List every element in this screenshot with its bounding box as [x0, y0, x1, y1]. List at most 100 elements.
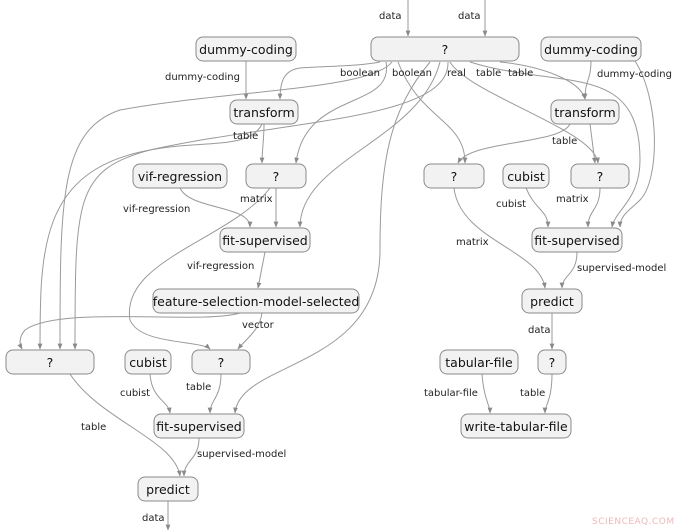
- edge-label-cubist-l-out: cubist: [120, 388, 150, 399]
- node-label: fit-supervised: [222, 233, 308, 248]
- node-transform-right[interactable]: transform: [550, 99, 620, 125]
- edge-tr-left-q-low-left: [37, 123, 263, 350]
- edge-label-matrix-left: matrix: [240, 194, 273, 205]
- edge-label-fsms-out: vector: [242, 320, 275, 331]
- edge-label-matrix-right1: matrix: [456, 237, 489, 248]
- edge-label-q-low-mid-out: table: [186, 382, 211, 393]
- node-label: transform: [233, 105, 294, 120]
- node-label: fit-supervised: [534, 233, 620, 248]
- edge-cubist-r-fs-right: [525, 187, 551, 228]
- edge-label-table2: table: [508, 68, 533, 79]
- edge-label-table1: table: [476, 68, 501, 79]
- node-label: write-tabular-file: [464, 419, 568, 434]
- edge-q-low-right-write-tab: [542, 373, 553, 414]
- edge-label-tab-file-out: tabular-file: [424, 388, 478, 399]
- node-label: predict: [146, 482, 190, 497]
- edge-label-data-in1: data: [379, 11, 402, 22]
- node-write-tabular-file[interactable]: write-tabular-file: [460, 413, 572, 439]
- node-vif-regression[interactable]: vif-regression: [132, 163, 228, 189]
- node-label: tabular-file: [445, 355, 513, 370]
- edge-tr-right-q-mid-right1: [457, 123, 571, 164]
- edge-q-top-fs-right: [469, 61, 641, 228]
- node-dummy-coding-right[interactable]: dummy-coding: [540, 36, 642, 62]
- edge-q-mid-right2-fs-right: [585, 187, 601, 228]
- node-feature-selection-model-selected[interactable]: feature-selection-model-selected: [152, 288, 360, 314]
- edge-label-boolean2: boolean: [392, 68, 432, 79]
- node-cubist-right[interactable]: cubist: [502, 163, 550, 189]
- node-label: ?: [218, 355, 225, 370]
- edge-label-q-low-right-out: table: [520, 388, 545, 399]
- node-fit-supervised-bottom[interactable]: fit-supervised: [153, 413, 245, 439]
- edge-q-top-fs-bottom: [233, 61, 431, 414]
- node-label: fit-supervised: [156, 419, 242, 434]
- edge-q-top-q-mid-left: [294, 61, 388, 164]
- edge-label-fs-bottom-out: supervised-model: [197, 449, 286, 460]
- edge-label-matrix-right2: matrix: [556, 194, 589, 205]
- edge-fs-right-predict-right: [559, 251, 578, 289]
- edge-fs-left-fsms: [256, 251, 266, 289]
- node-q-mid-right1[interactable]: ?: [423, 163, 485, 189]
- node-tabular-file[interactable]: tabular-file: [439, 349, 519, 375]
- edge-label-fs-left-out: vif-regression: [187, 261, 254, 272]
- edge-label-fs-right-out: supervised-model: [577, 263, 666, 274]
- node-label: ?: [549, 355, 556, 370]
- edge-tab-file-write-tab: [481, 373, 493, 414]
- node-q-low-left[interactable]: ?: [5, 349, 95, 375]
- node-label: vif-regression: [138, 169, 222, 184]
- node-label: predict: [530, 294, 574, 309]
- edge-fsms-q-low-left: [17, 312, 241, 350]
- edge-label-dc-right-out: dummy-coding: [597, 69, 672, 80]
- edge-fs-bottom-predict-left: [181, 437, 200, 477]
- edge-labels-layer: data data boolean boolean real table tab…: [81, 11, 672, 524]
- edge-label-predict-l-out: data: [142, 513, 165, 524]
- edge-q-low-left-predict-left: [69, 373, 182, 477]
- edge-q-top-q-low-left: [57, 61, 393, 350]
- edge-q-top-fs-left: [297, 61, 441, 228]
- edge-q-top-transform-left: [277, 61, 381, 100]
- edge-q-low-mid-fs-bottom: [207, 373, 222, 414]
- edge-q-top-q-mid-right1: [397, 61, 468, 164]
- node-q-top[interactable]: ?: [370, 36, 520, 62]
- node-label: ?: [451, 169, 458, 184]
- edge-label-predict-r-out: data: [528, 325, 551, 336]
- edge-q-mid-right1-predict-right: [453, 187, 547, 289]
- node-q-mid-right2[interactable]: ?: [570, 163, 630, 189]
- edge-label-data-in2: data: [458, 11, 481, 22]
- edge-label-dc-left-out: dummy-coding: [165, 72, 240, 83]
- edge-tr-right-q-mid-right2: [589, 123, 597, 164]
- node-q-low-right[interactable]: ?: [537, 349, 567, 375]
- node-fit-supervised-right[interactable]: fit-supervised: [531, 227, 623, 253]
- edge-dc-right-transform: [582, 60, 592, 100]
- node-predict-left[interactable]: predict: [137, 476, 199, 502]
- edge-vif-fs-left: [179, 187, 253, 228]
- node-transform-left[interactable]: transform: [229, 99, 299, 125]
- edge-label-boolean1: boolean: [340, 68, 380, 79]
- node-cubist-left[interactable]: cubist: [124, 349, 172, 375]
- edge-q-mid-left-q-low-mid: [128, 187, 271, 350]
- node-dummy-coding-left[interactable]: dummy-coding: [195, 36, 297, 62]
- edge-fsms-q-low-mid: [237, 312, 263, 350]
- edge-label-real: real: [447, 68, 466, 79]
- node-label: ?: [47, 355, 54, 370]
- node-predict-right[interactable]: predict: [521, 288, 583, 314]
- edges-layer: [17, 0, 655, 530]
- node-q-low-mid[interactable]: ?: [191, 349, 251, 375]
- edge-tr-left-q-mid-left: [259, 123, 265, 164]
- node-label: ?: [273, 169, 280, 184]
- node-label: transform: [554, 105, 615, 120]
- node-label: ?: [442, 42, 449, 57]
- node-q-mid-left[interactable]: ?: [245, 163, 307, 189]
- edge-q-top-transform-right: [499, 61, 586, 100]
- node-label: dummy-coding: [199, 42, 293, 57]
- node-fit-supervised-left[interactable]: fit-supervised: [219, 227, 311, 253]
- edge-dc-right-fs-right: [617, 60, 655, 228]
- nodes-layer: ? dummy-coding dummy-coding transform tr…: [5, 36, 642, 502]
- edge-cubist-l-fs-bottom: [149, 373, 172, 414]
- node-label: dummy-coding: [544, 42, 638, 57]
- node-label: feature-selection-model-selected: [153, 294, 360, 309]
- node-label: cubist: [507, 169, 545, 184]
- edge-q-top-q-mid-right2: [449, 61, 600, 164]
- edge-label-q-low-left-out: table: [81, 422, 106, 433]
- watermark: SCIENCEAQ.COM: [592, 517, 675, 527]
